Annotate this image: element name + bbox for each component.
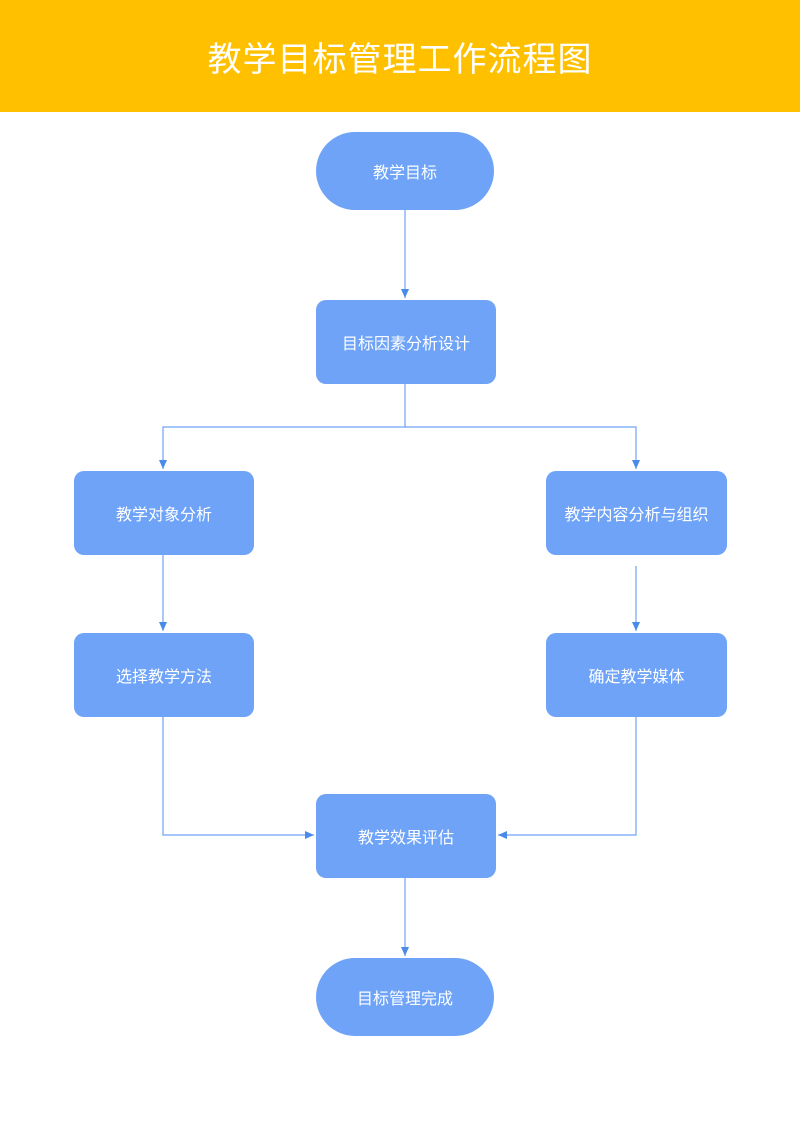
node-media-select: 确定教学媒体 [546,633,727,717]
node-media-select-label: 确定教学媒体 [588,667,685,686]
node-end: 目标管理完成 [316,958,494,1036]
node-learner-analysis: 教学对象分析 [74,471,254,555]
node-end-label: 目标管理完成 [356,989,453,1008]
connector-factor-to-content [405,426,640,469]
node-factor-design: 目标因素分析设计 [316,300,496,384]
connector-factor-to-learner [159,384,406,469]
connector-media-to-evaluation [498,717,637,839]
node-evaluation-label: 教学效果评估 [357,828,454,847]
connector-method-to-evaluation [162,717,314,839]
node-content-analysis: 教学内容分析与组织 [546,471,727,555]
node-learner-analysis-label: 教学对象分析 [115,505,212,524]
node-method-select-label: 选择教学方法 [115,667,212,686]
node-content-analysis-label: 教学内容分析与组织 [564,505,709,524]
node-start: 教学目标 [316,132,494,210]
node-evaluation: 教学效果评估 [316,794,496,878]
node-method-select: 选择教学方法 [74,633,254,717]
header-bar: 教学目标管理工作流程图 [0,0,800,112]
page-title: 教学目标管理工作流程图 [207,39,593,80]
node-factor-design-label: 目标因素分析设计 [341,334,470,353]
node-start-label: 教学目标 [372,163,437,182]
